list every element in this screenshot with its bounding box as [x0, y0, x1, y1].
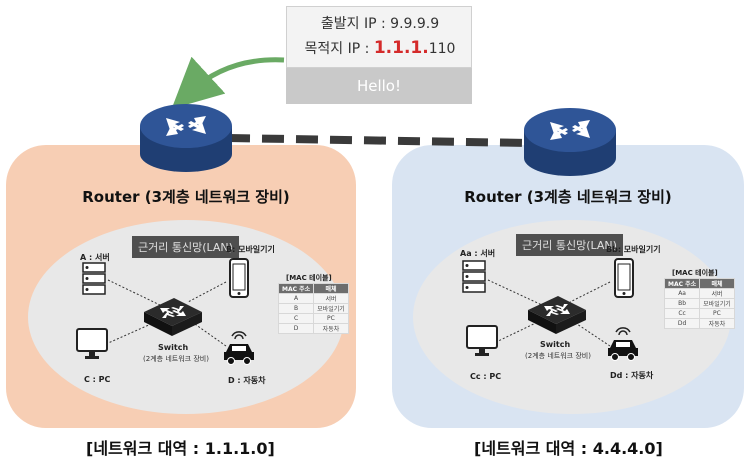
switch-icon-left — [144, 298, 202, 336]
server-label-left: A : 서버 — [80, 253, 110, 262]
network-range-left: [네트워크 대역 : 1.1.1.0] — [86, 439, 275, 458]
server-label-right: Aa : 서버 — [460, 249, 496, 258]
mac-cell: Bb — [663, 298, 701, 309]
router-icon-right — [524, 108, 616, 176]
router-icon-left — [140, 104, 232, 172]
packet-arrow — [171, 56, 285, 109]
router-link-dashed — [227, 134, 529, 147]
destination-ip-host: 110 — [428, 41, 456, 57]
mac-cell: PC — [699, 308, 735, 319]
mac-cell: Aa — [663, 288, 701, 299]
source-ip-line: 출발지 IP : 9.9.9.9 — [287, 13, 473, 33]
switch-icon-right — [528, 296, 586, 334]
mac-cell: 모바일기기 — [313, 303, 349, 314]
mac-cell: 자동차 — [313, 323, 349, 334]
mobile-icon-left — [229, 258, 249, 298]
pc-label-left: C : PC — [84, 375, 111, 384]
server-icon-right — [462, 260, 486, 293]
car-icon-right — [608, 327, 638, 361]
lan-title-left: 근거리 통신망(LAN) — [132, 236, 239, 258]
mac-col-address: MAC 주소 — [277, 283, 315, 294]
source-ip-value: 9.9.9.9 — [390, 16, 440, 32]
lan-links-right — [487, 279, 611, 347]
mac-col-medium: 매체 — [699, 278, 735, 289]
mac-col-address: MAC 주소 — [663, 278, 701, 289]
pc-label-right: Cc : PC — [470, 372, 502, 381]
lan-title-right: 근거리 통신망(LAN) — [516, 234, 623, 256]
pc-icon-left — [76, 328, 108, 359]
packet-box: 출발지 IP : 9.9.9.9 목적지 IP : 1.1.1.110 Hell… — [286, 6, 472, 104]
mac-cell: C — [277, 313, 315, 324]
destination-ip-line: 목적지 IP : 1.1.1.110 — [287, 38, 473, 58]
mac-cell: A — [277, 293, 315, 304]
mac-cell: B — [277, 303, 315, 314]
switch-sublabel-left: (2계층 네트워크 장비) — [143, 355, 209, 363]
source-ip-label: 출발지 IP : — [320, 16, 386, 32]
switch-label-right: Switch — [540, 340, 571, 349]
mac-table-title-right: [MAC 테이블] — [672, 269, 718, 277]
mac-cell: 서버 — [699, 288, 735, 299]
mac-col-medium: 매체 — [313, 283, 349, 294]
switch-label-left: Switch — [158, 343, 189, 352]
switch-sublabel-right: (2계층 네트워크 장비) — [525, 352, 591, 360]
destination-ip-network: 1.1.1. — [373, 38, 429, 58]
mac-cell: Dd — [663, 318, 701, 329]
mobile-label-left: B: 모바일기기 — [226, 245, 275, 254]
car-label-right: Dd : 자동차 — [610, 371, 654, 380]
mobile-label-right: Bb: 모바일기기 — [606, 245, 661, 254]
router-label-left: Router (3계층 네트워크 장비) — [82, 188, 290, 206]
packet-header: 출발지 IP : 9.9.9.9 목적지 IP : 1.1.1.110 — [286, 6, 472, 68]
mac-cell: D — [277, 323, 315, 334]
server-icon-left — [82, 262, 106, 295]
mac-cell: Cc — [663, 308, 701, 319]
mac-cell: PC — [313, 313, 349, 324]
network-range-right: [네트워크 대역 : 4.4.4.0] — [474, 439, 663, 458]
mobile-icon-right — [614, 258, 634, 298]
mac-cell: 서버 — [313, 293, 349, 304]
mac-cell: 모바일기기 — [699, 298, 735, 309]
router-label-right: Router (3계층 네트워크 장비) — [464, 188, 672, 206]
packet-payload: Hello! — [286, 68, 472, 104]
mac-table-header: MAC 주소 매체 — [663, 278, 735, 289]
mac-cell: 자동차 — [699, 318, 735, 329]
car-icon-left — [224, 331, 254, 365]
car-label-left: D : 자동차 — [228, 376, 266, 385]
mac-table-header: MAC 주소 매체 — [277, 283, 349, 294]
pc-icon-right — [466, 325, 498, 356]
destination-ip-label: 목적지 IP : — [304, 41, 370, 57]
mac-table-title-left: [MAC 테이블] — [286, 274, 332, 282]
